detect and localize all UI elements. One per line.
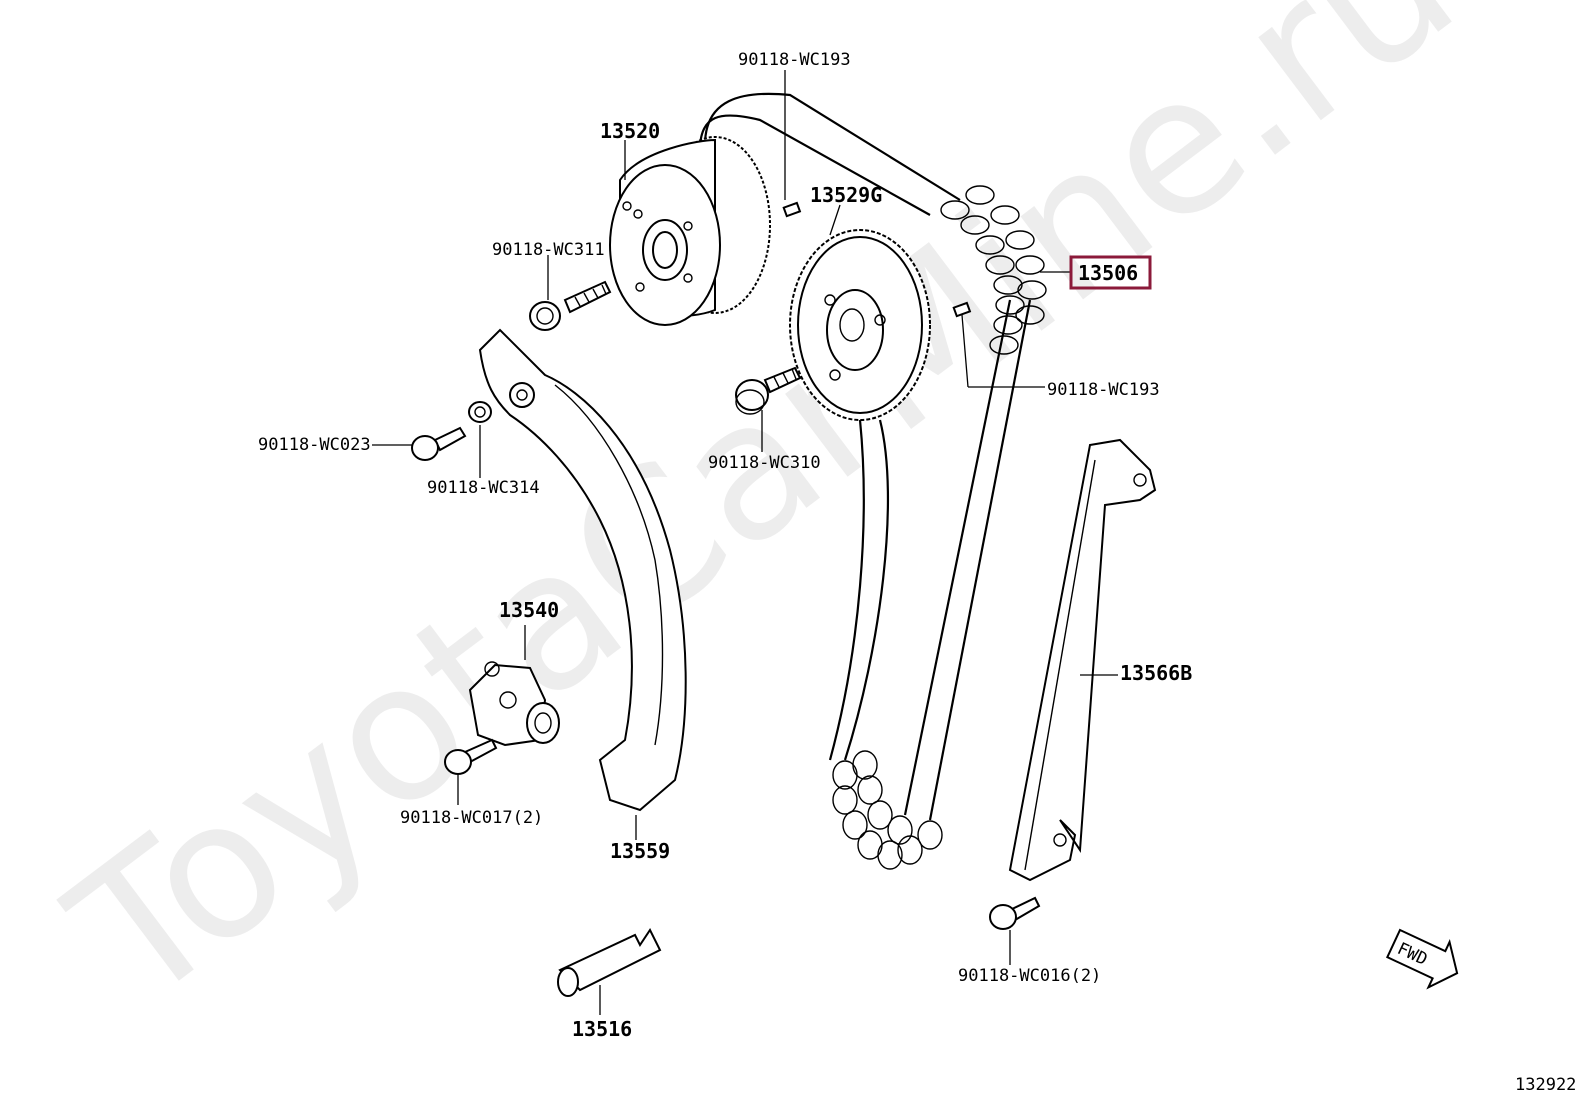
bolt-90118-wc023[interactable]	[411, 426, 467, 461]
label-90118-wc193-top: 90118-WC193	[738, 50, 851, 70]
label-90118-wc017: 90118-WC017(2)	[400, 808, 543, 828]
label-90118-wc311: 90118-WC311	[492, 240, 605, 260]
label-90118-wc314: 90118-WC314	[427, 478, 540, 498]
label-90118-wc016: 90118-WC016(2)	[958, 966, 1101, 986]
label-13516: 13516	[572, 1017, 632, 1041]
tensioner-arm-13559[interactable]	[478, 328, 687, 812]
camshaft-gear-13529g[interactable]	[789, 229, 931, 421]
label-13559: 13559	[610, 839, 670, 863]
bolt-90118-wc016[interactable]	[989, 896, 1041, 930]
chain-tensioner-13540[interactable]	[468, 661, 560, 747]
label-13529g: 13529G	[810, 183, 882, 207]
washer-90118-wc314[interactable]	[468, 401, 492, 423]
label-13566b: 13566B	[1120, 661, 1192, 685]
label-13506[interactable]: 13506	[1078, 261, 1138, 285]
fwd-arrow-icon: FWD	[1385, 928, 1459, 990]
label-90118-wc310: 90118-WC310	[708, 453, 821, 473]
camshaft-timing-gear-13520[interactable]	[609, 136, 771, 326]
label-90118-wc193-right: 90118-WC193	[1047, 380, 1160, 400]
pin-wc193-top[interactable]	[782, 201, 802, 218]
watermark: ToyotaCarMine.ru	[33, 0, 1492, 1047]
label-13540: 13540	[499, 598, 559, 622]
diagram-id: 132922	[1515, 1075, 1576, 1095]
bolt-90118-wc311[interactable]	[529, 280, 612, 331]
bolt-90118-wc017[interactable]	[444, 738, 498, 775]
label-90118-wc023: 90118-WC023	[258, 435, 371, 455]
pin-wc193-right[interactable]	[952, 301, 972, 318]
chain-guide-13566b[interactable]	[1008, 438, 1157, 882]
label-13520: 13520	[600, 119, 660, 143]
highlight-box-13506	[1069, 255, 1152, 290]
leader-lines	[372, 70, 1118, 1015]
bolt-90118-wc310[interactable]	[735, 366, 802, 415]
sleeve-13516[interactable]	[557, 928, 662, 997]
